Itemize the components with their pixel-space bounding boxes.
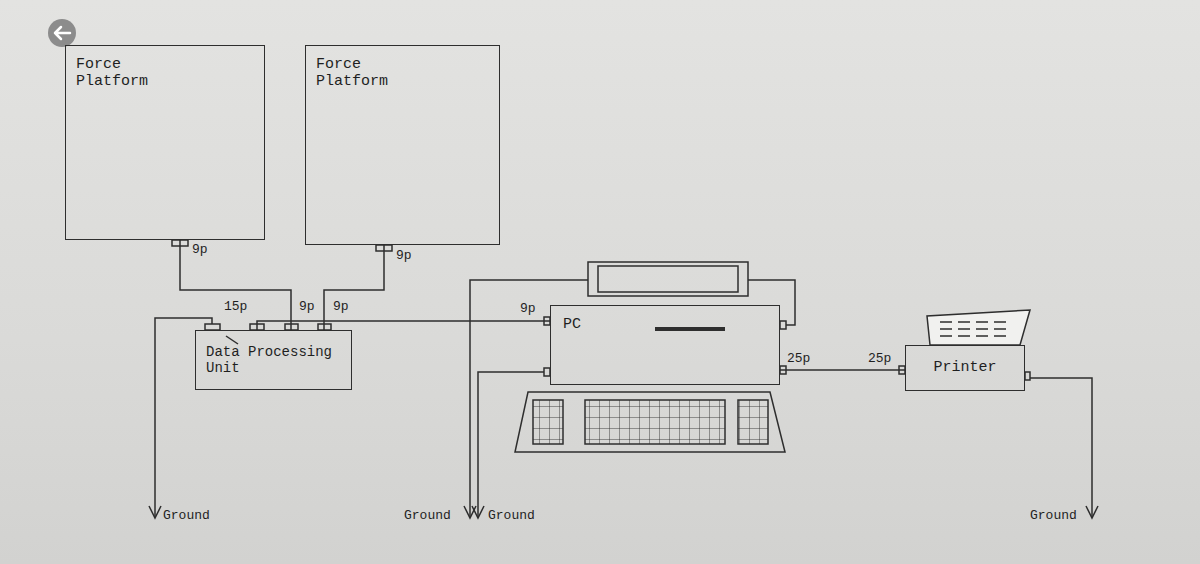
ground-label: Ground <box>1030 509 1077 523</box>
ground-label: Ground <box>163 509 210 523</box>
monitor-screen <box>598 266 738 292</box>
keyboard-keys <box>585 400 725 444</box>
force-platform-box: Force Platform <box>305 45 500 245</box>
monitor-cable <box>748 280 795 325</box>
monitor <box>588 262 748 296</box>
paper-lines <box>940 322 1012 336</box>
node-label: Printer <box>933 359 996 376</box>
ground-arrow <box>472 506 484 518</box>
ground-wire <box>470 280 588 517</box>
data-processing-unit-box: Data Processing Unit <box>195 330 352 390</box>
pc-box: PC <box>550 305 780 385</box>
ground-label: Ground <box>404 509 451 523</box>
node-label: Force Platform <box>316 56 426 91</box>
ground-label: Ground <box>488 509 535 523</box>
cable-mark <box>226 336 238 344</box>
pin-count-label: 9p <box>192 243 208 257</box>
ground-wire <box>155 318 212 517</box>
pin-count-label: 9p <box>333 300 349 314</box>
ground-arrow <box>149 506 161 518</box>
printer-paper <box>927 310 1030 345</box>
pin-count-label: 9p <box>299 300 315 314</box>
cable <box>180 240 291 330</box>
pin-count-label: 9p <box>520 302 536 316</box>
keyboard <box>515 392 785 452</box>
disk-slot <box>655 327 725 331</box>
pin-count-label: 25p <box>868 352 891 366</box>
node-label: PC <box>563 316 581 333</box>
node-label: Data Processing Unit <box>206 344 341 376</box>
ground-wire <box>1030 378 1092 517</box>
printer-box: Printer <box>905 345 1025 391</box>
back-icon <box>48 19 76 47</box>
pin-count-label: 25p <box>787 352 810 366</box>
ground-arrow <box>1086 506 1098 518</box>
cable <box>257 321 550 330</box>
connector-port <box>780 321 786 329</box>
force-platform-box: Force Platform <box>65 45 265 240</box>
pin-count-label: 15p <box>224 300 247 314</box>
keyboard-keys <box>533 400 563 444</box>
pin-count-label: 9p <box>396 249 412 263</box>
node-label: Force Platform <box>76 56 186 91</box>
printer-knob <box>1025 372 1030 380</box>
cable <box>324 245 384 330</box>
cable <box>780 369 905 371</box>
keyboard-keys <box>738 400 768 444</box>
